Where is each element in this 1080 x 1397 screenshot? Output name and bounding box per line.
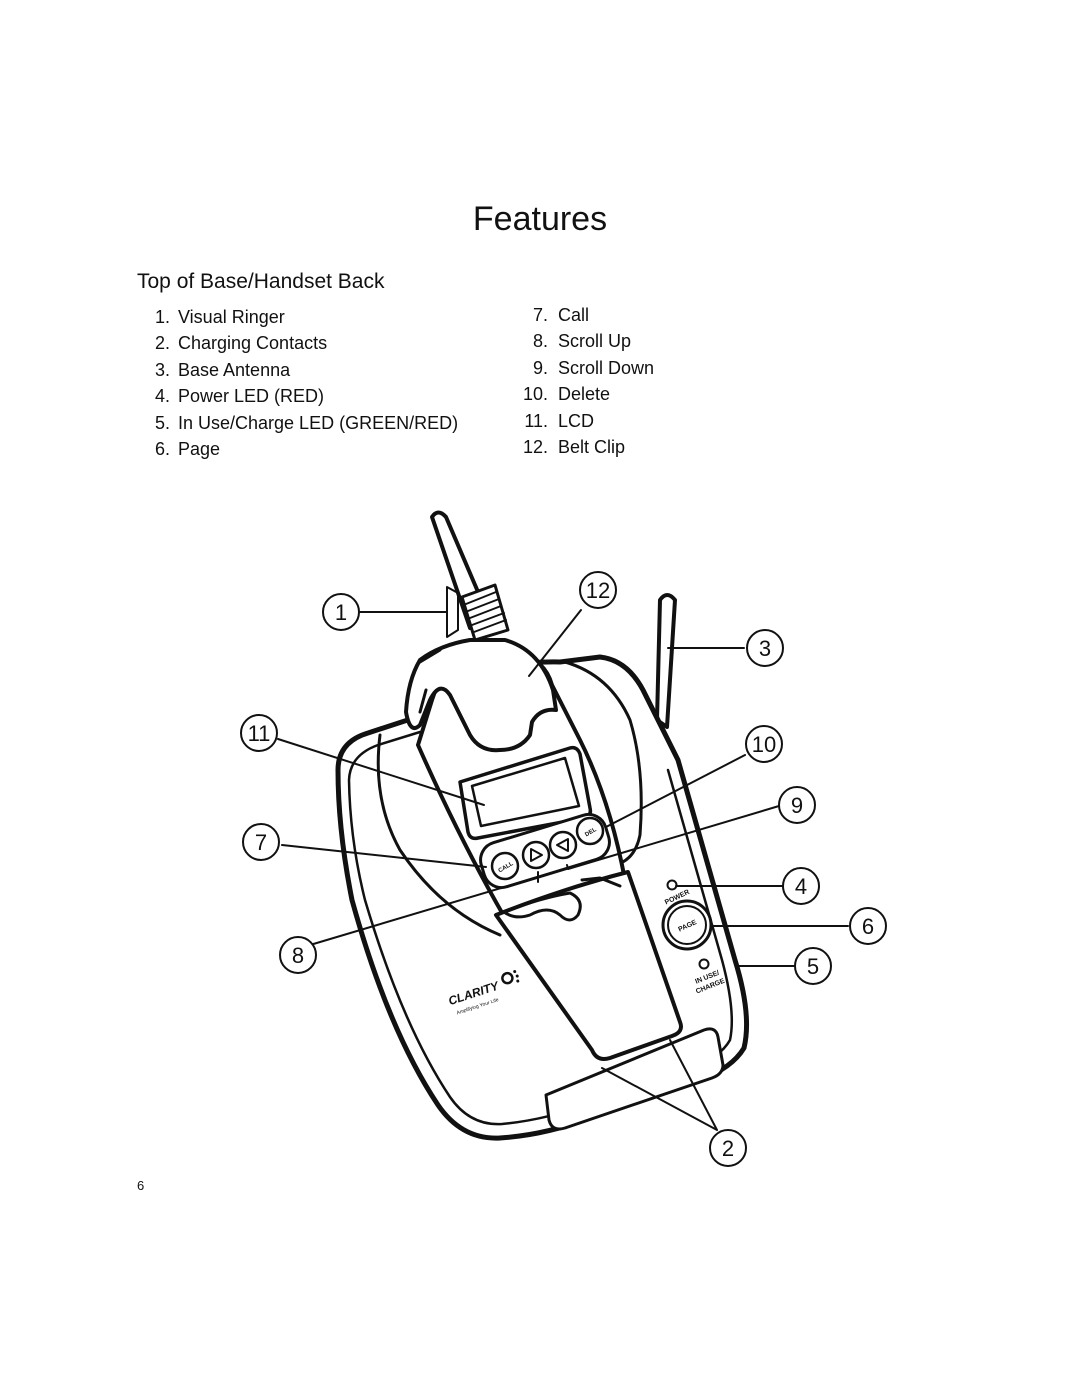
callout-8: 8 (292, 943, 304, 968)
item-number: 8. (532, 331, 548, 352)
list-item: 9. Scroll Down (510, 355, 654, 381)
scroll-up-button[interactable] (521, 840, 551, 870)
item-number: 4. (154, 386, 170, 407)
item-number: 9. (532, 357, 548, 378)
callout-12: 12 (586, 578, 610, 603)
callout-7: 7 (255, 830, 267, 855)
item-label: Belt Clip (558, 436, 626, 457)
callout-5: 5 (807, 954, 819, 979)
scroll-up-icon (530, 848, 543, 862)
callout-9: 9 (791, 793, 803, 818)
list-item: 10. Delete (510, 381, 654, 407)
item-number: 3. (154, 359, 170, 380)
callout-10: 10 (752, 732, 776, 757)
handset-buttons (479, 812, 611, 890)
callout-2: 2 (722, 1136, 734, 1161)
callout-circle-8 (279, 936, 317, 974)
item-label: Scroll Down (558, 357, 655, 378)
cradle-well (376, 660, 643, 937)
handset-antenna (430, 510, 510, 642)
callout-6: 6 (862, 914, 874, 939)
page-button-inner (667, 905, 707, 945)
list-item: 3. Base Antenna (140, 357, 458, 383)
callout-leaders (277, 586, 849, 1131)
callout-circle-4 (782, 867, 820, 905)
section-heading: Top of Base/Handset Back (137, 270, 385, 293)
list-item: 5. In Use/Charge LED (GREEN/RED) (140, 410, 458, 436)
power-led (666, 879, 678, 891)
callout-circles (240, 571, 887, 1167)
item-number: 12. (522, 436, 548, 457)
charging-contact-tray (544, 1027, 725, 1131)
list-item: 7. Call (510, 302, 654, 328)
page-number: 6 (137, 1178, 145, 1193)
item-number: 7. (532, 305, 548, 325)
item-label: Delete (558, 384, 611, 405)
base-antenna (655, 593, 677, 729)
item-number: 6. (154, 438, 170, 459)
list-item: 11. LCD (510, 408, 654, 434)
delete-button[interactable] (575, 816, 605, 846)
item-number: 11. (524, 410, 548, 431)
item-label: LCD (558, 410, 595, 431)
list-item: 6. Page (140, 436, 458, 462)
callout-3: 3 (759, 636, 771, 661)
callout-circle-10 (745, 725, 783, 763)
item-label: Base Antenna (178, 359, 291, 380)
callout-circle-12 (579, 571, 617, 609)
list-item: 8. Scroll Up (510, 328, 654, 354)
item-number: 10. (522, 384, 548, 405)
callout-4: 4 (795, 874, 807, 899)
in-use-charge-led (698, 958, 710, 970)
callout-circle-7 (242, 823, 280, 861)
scroll-down-button[interactable] (548, 830, 578, 860)
callout-circle-11 (240, 714, 278, 752)
callout-circle-5 (794, 947, 832, 985)
item-label: Call (558, 305, 590, 325)
item-label: Visual Ringer (178, 307, 285, 327)
callout-circle-2 (709, 1129, 747, 1167)
item-label: Power LED (RED) (178, 386, 325, 407)
item-number: 1. (154, 307, 170, 327)
list-item: 1. Visual Ringer (140, 304, 458, 330)
list-item: 12. Belt Clip (510, 434, 654, 460)
call-button[interactable] (490, 851, 520, 881)
callout-circle-1 (322, 593, 360, 631)
item-number: 2. (154, 333, 170, 354)
callout-1: 1 (335, 600, 347, 625)
list-item: 2. Charging Contacts (140, 330, 458, 356)
item-label: Scroll Up (558, 331, 632, 352)
item-label: In Use/Charge LED (GREEN/RED) (178, 412, 459, 433)
page-title: Features (472, 200, 608, 238)
features-list-right: 7. Call 8. Scroll Up 9. Scroll Down 10. Dele… (510, 302, 654, 460)
callout-circle-9 (778, 786, 816, 824)
page-button[interactable] (661, 899, 713, 951)
item-number: 5. (154, 412, 170, 433)
base-controls (661, 879, 713, 970)
callout-circle-3 (746, 629, 784, 667)
logo-mark-icon (501, 971, 514, 985)
scroll-down-icon (556, 838, 569, 852)
callout-11: 11 (248, 721, 271, 746)
delete-label: DEL (584, 827, 598, 838)
item-label: Page (178, 438, 221, 459)
callout-circle-6 (849, 907, 887, 945)
list-item: 4. Power LED (RED) (140, 383, 458, 409)
features-list-left: 1. Visual Ringer 2. Charging Contacts 3. Ba… (140, 304, 458, 462)
item-label: Charging Contacts (178, 333, 328, 354)
